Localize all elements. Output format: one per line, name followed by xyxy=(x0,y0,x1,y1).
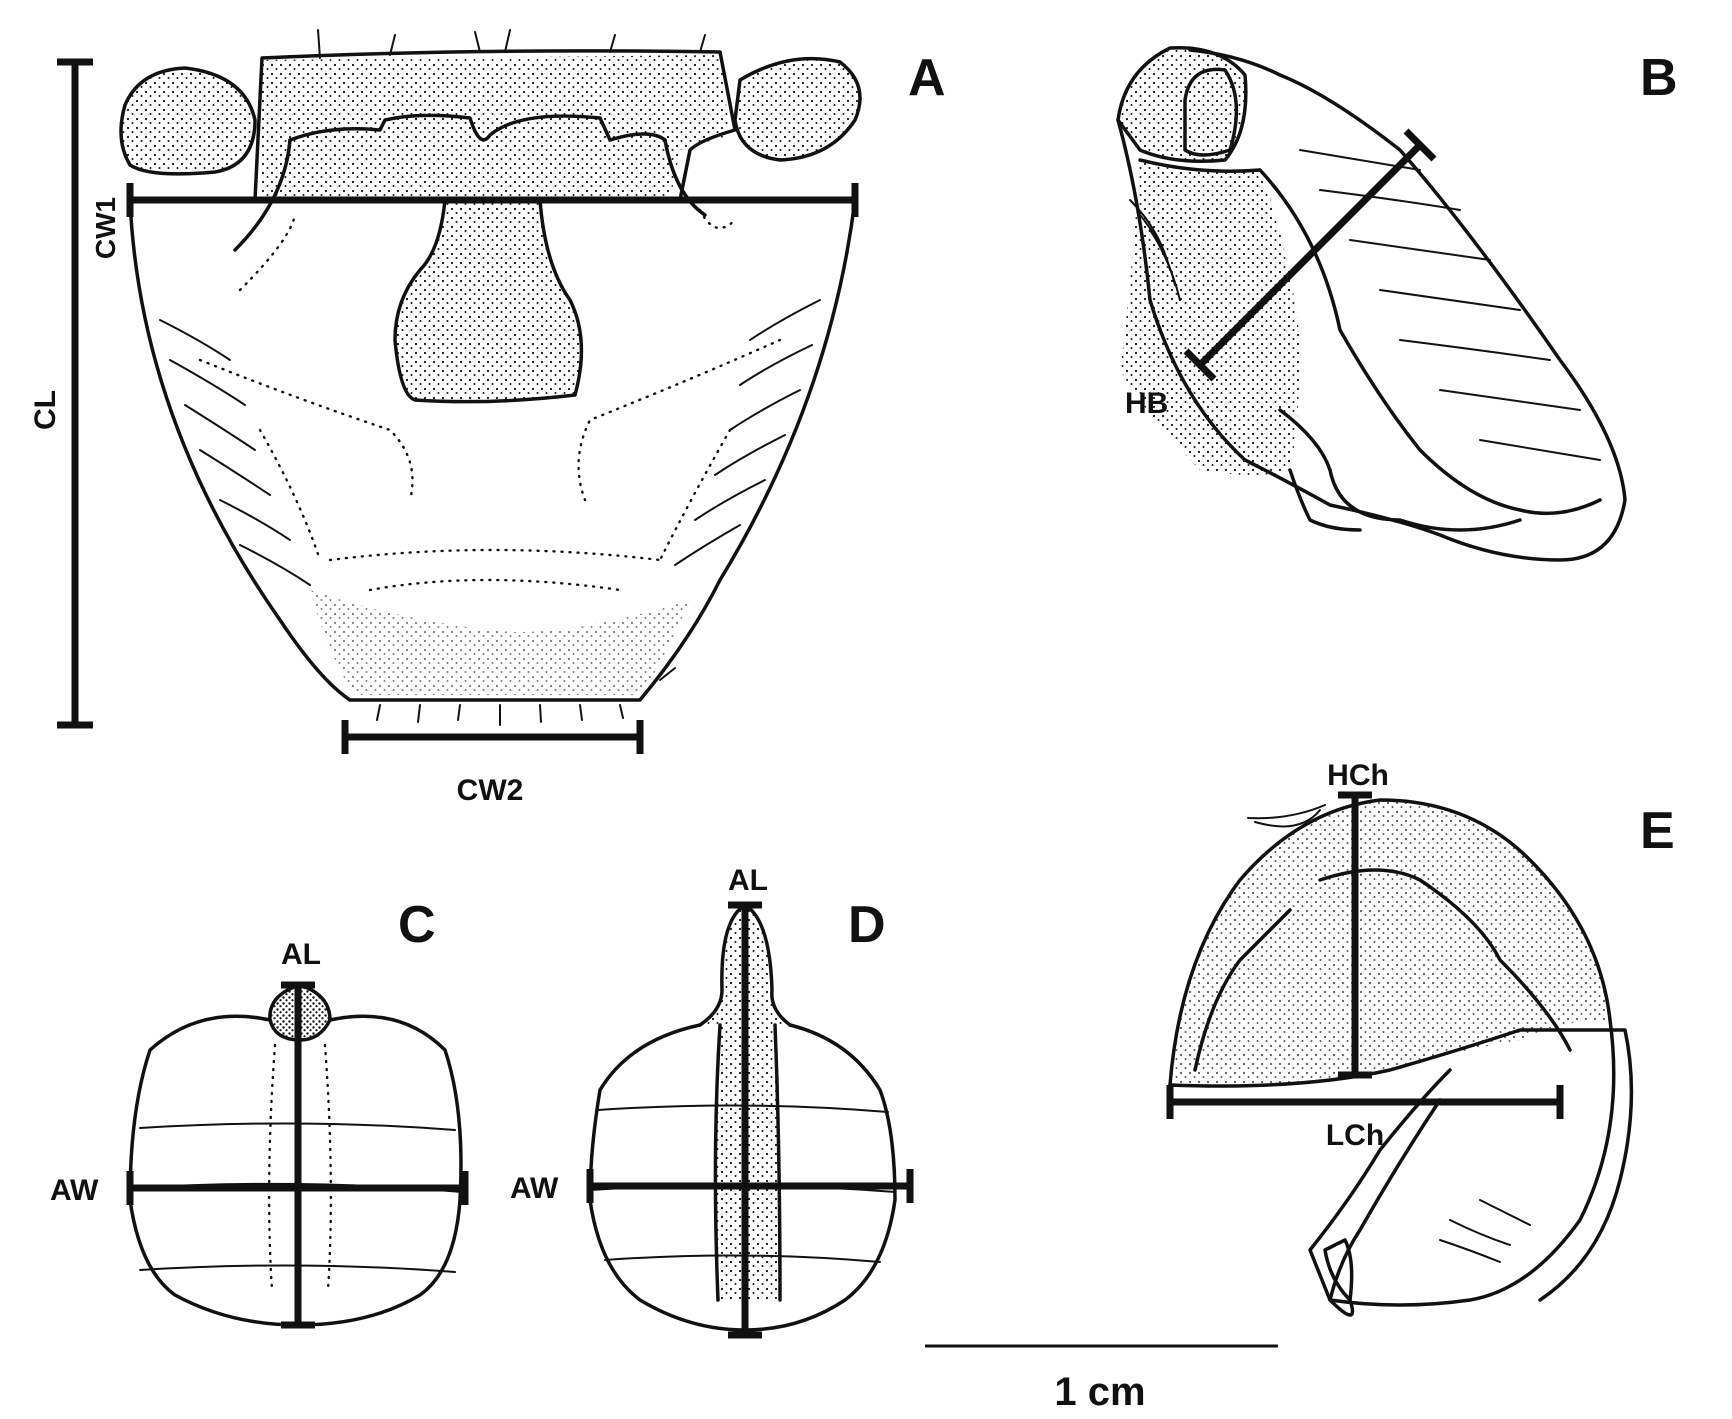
panel-b-letter: B xyxy=(1640,49,1678,107)
panel-d-abdomen: D AL AW xyxy=(510,864,914,1339)
cw2-label: CW2 xyxy=(457,774,524,807)
cl-label: CL xyxy=(29,390,62,430)
d-aw-label: AW xyxy=(510,1172,559,1205)
panel-c-abdomen: C AL AW xyxy=(50,896,469,1329)
hb-label: HB xyxy=(1125,387,1168,420)
scale-bar: 1 cm xyxy=(925,1344,1278,1414)
panel-a-letter: A xyxy=(908,49,946,107)
scale-bar-label: 1 cm xyxy=(1054,1370,1145,1414)
d-al-label: AL xyxy=(728,864,768,897)
cw1-label: CW1 xyxy=(90,197,121,259)
c-aw-label: AW xyxy=(50,1174,99,1207)
panel-d-letter: D xyxy=(848,896,886,954)
lch-label: LCh xyxy=(1326,1119,1384,1152)
panel-e-chela: E HCh LCh xyxy=(1166,759,1675,1317)
panel-a-carapace: A CL CW1 CW2 xyxy=(29,29,946,807)
hb-measure-line xyxy=(1197,142,1423,368)
panel-c-letter: C xyxy=(398,896,436,954)
c-al-label: AL xyxy=(281,938,321,971)
panel-e-letter: E xyxy=(1640,802,1675,860)
panel-b-carapace-lateral: B HB xyxy=(1116,45,1678,562)
hch-label: HCh xyxy=(1327,759,1389,792)
